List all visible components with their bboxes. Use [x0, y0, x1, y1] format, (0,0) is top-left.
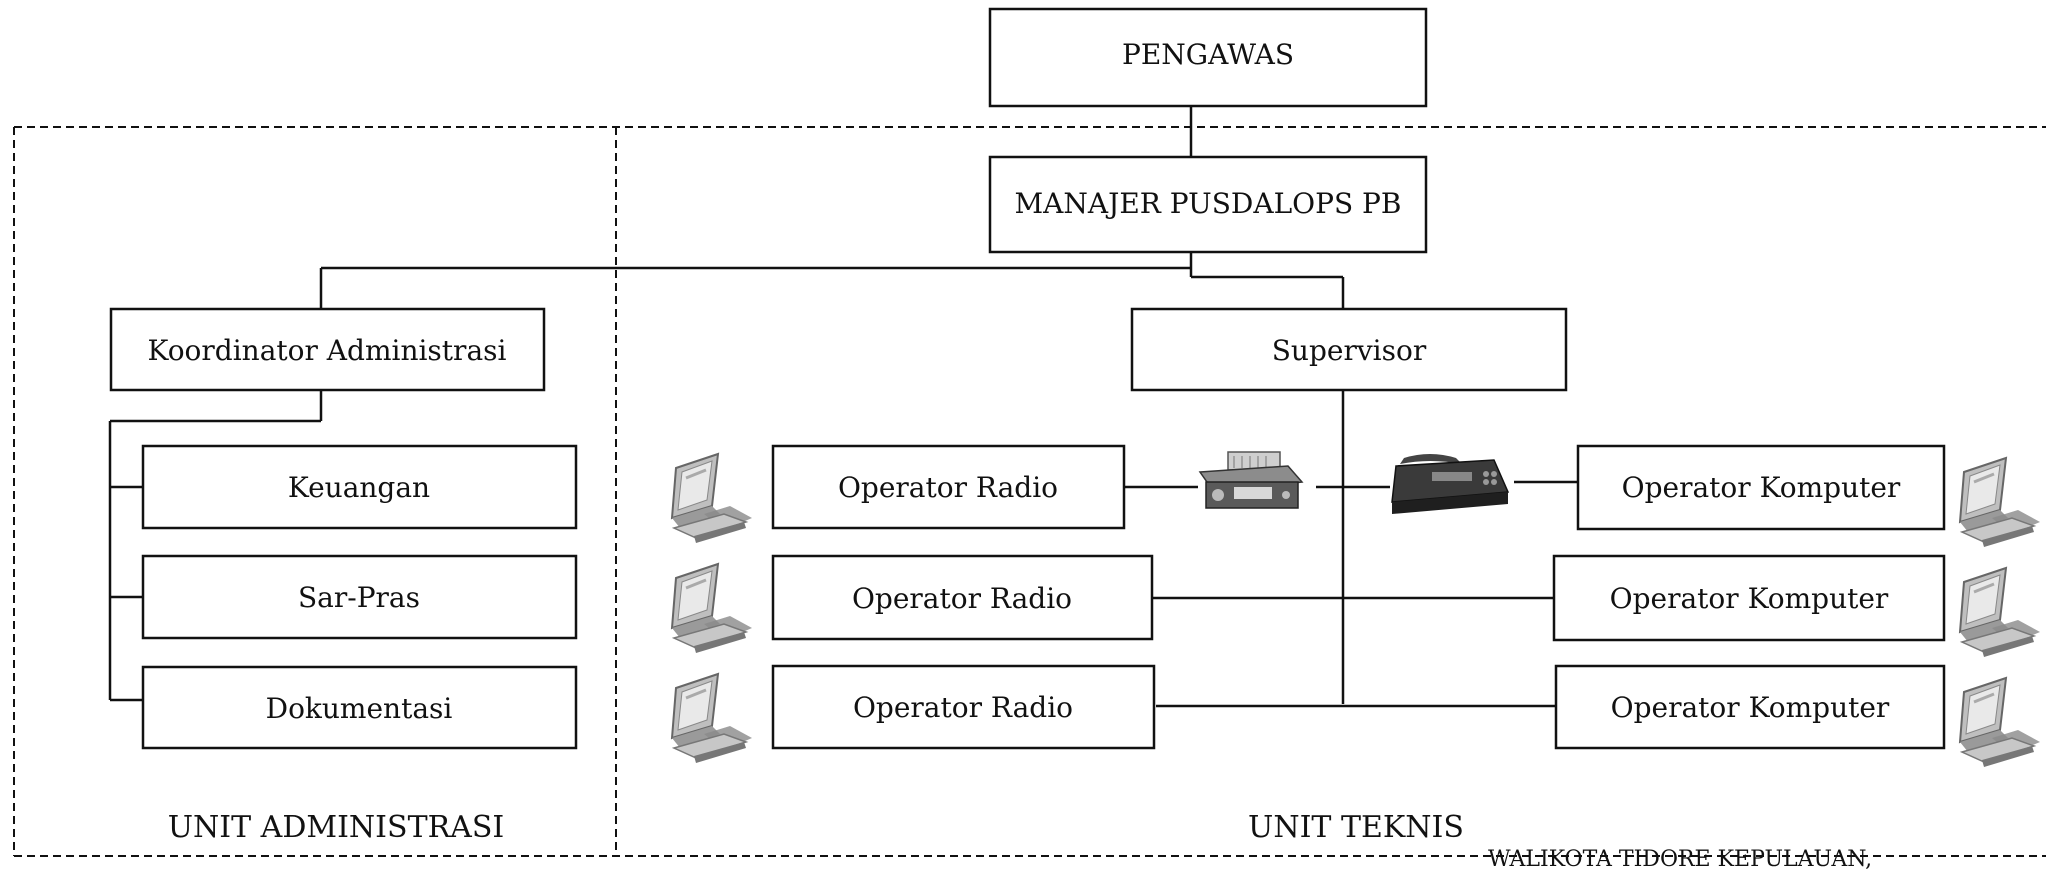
operator-radio-label: Operator Radio	[838, 471, 1058, 504]
operator-komputer-label: Operator Komputer	[1611, 691, 1890, 724]
box-pengawas: PENGAWAS	[988, 7, 1428, 108]
computer-icon	[1958, 676, 2042, 769]
unit-borders	[13, 126, 2046, 857]
signature-title: WALIKOTA TIDORE KEPULAUAN,	[1488, 847, 1872, 870]
koordinator-label: Koordinator Administrasi	[148, 334, 507, 367]
computer-icon	[670, 452, 754, 545]
pengawas-label: PENGAWAS	[1122, 38, 1294, 71]
box-dokumentasi: Dokumentasi	[141, 665, 578, 750]
box-operator-radio-1: Operator Radio	[771, 444, 1126, 530]
box-sar-pras: Sar-Pras	[141, 554, 578, 640]
box-koordinator-administrasi: Koordinator Administrasi	[109, 307, 546, 392]
computer-icon	[1958, 566, 2042, 659]
box-keuangan: Keuangan	[141, 444, 578, 530]
operator-komputer-label: Operator Komputer	[1610, 582, 1889, 615]
operator-radio-label: Operator Radio	[852, 582, 1072, 615]
supervisor-label: Supervisor	[1272, 334, 1427, 367]
box-supervisor: Supervisor	[1130, 307, 1568, 392]
computer-icon	[670, 672, 754, 765]
computer-icon	[670, 562, 754, 655]
keuangan-label: Keuangan	[288, 471, 430, 504]
box-operator-komputer-1: Operator Komputer	[1576, 444, 1946, 531]
unit-teknis-label: UNIT TEKNIS	[1248, 810, 1464, 845]
computer-icon	[1958, 456, 2042, 549]
radio-transceiver-icon	[1198, 451, 1304, 509]
unit-administrasi-label: UNIT ADMINISTRASI	[168, 810, 505, 845]
operator-radio-label: Operator Radio	[853, 691, 1073, 724]
connectors	[108, 106, 1578, 708]
box-operator-komputer-3: Operator Komputer	[1554, 664, 1946, 750]
box-manajer: MANAJER PUSDALOPS PB	[988, 155, 1428, 254]
box-operator-radio-3: Operator Radio	[771, 664, 1156, 750]
fax-machine-icon	[1391, 454, 1510, 514]
dokumentasi-label: Dokumentasi	[266, 692, 453, 725]
manajer-label: MANAJER PUSDALOPS PB	[1015, 187, 1402, 220]
box-operator-radio-2: Operator Radio	[771, 554, 1154, 641]
operator-komputer-label: Operator Komputer	[1622, 471, 1901, 504]
box-operator-komputer-2: Operator Komputer	[1552, 554, 1946, 642]
sarpras-label: Sar-Pras	[298, 581, 420, 614]
